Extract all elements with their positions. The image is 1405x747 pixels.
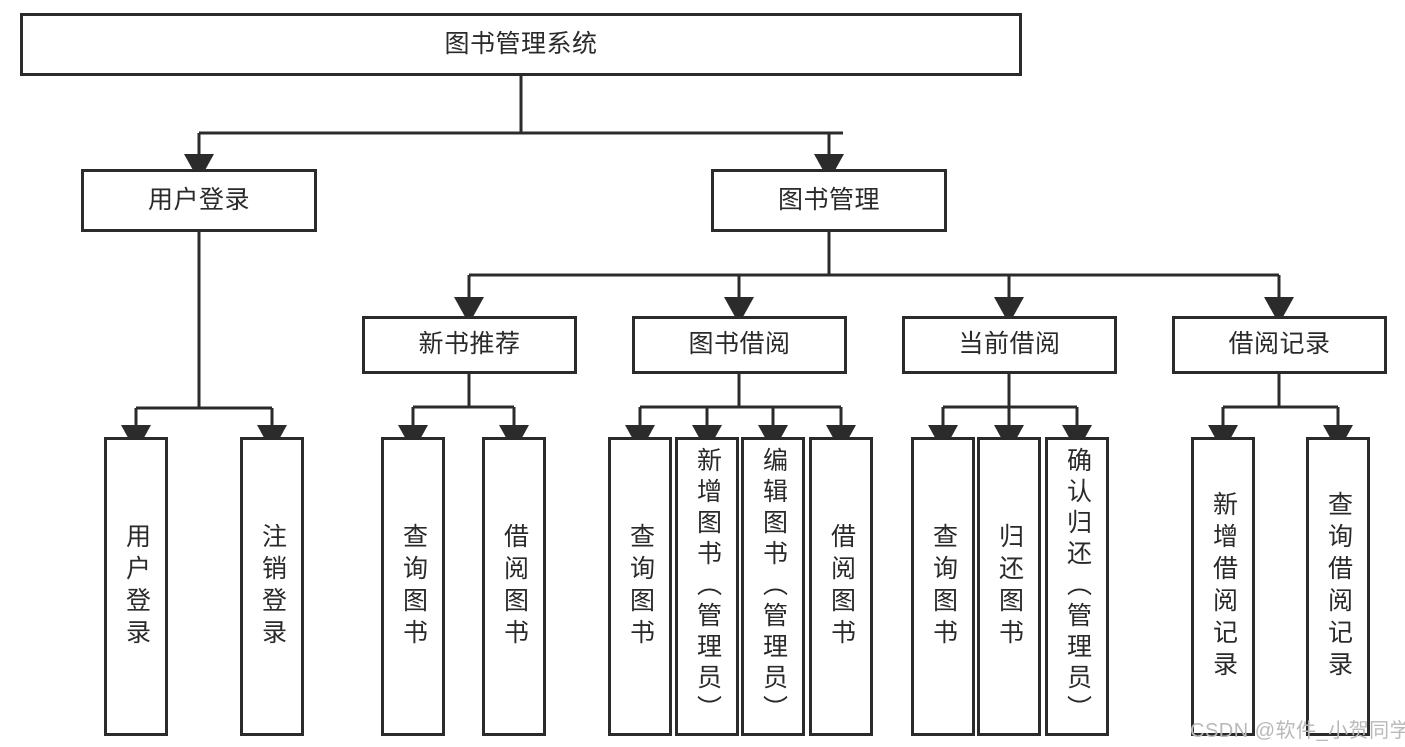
node-label: 查询图书: [929, 522, 958, 651]
leaf-new-book-query-book[interactable]: 查询图书: [381, 437, 445, 736]
leaf-book-borrow-borrow-book[interactable]: 借阅图书: [809, 437, 873, 736]
node-label: 图书管理系统: [444, 29, 598, 58]
csdn-watermark: CSDN @软件_小贺同学: [1190, 720, 1405, 742]
node-book-borrow[interactable]: 图书借阅: [632, 316, 847, 374]
leaf-borrow-record-add-record[interactable]: 新增借阅记录: [1191, 437, 1255, 736]
node-label: 编辑图书（管理员）: [759, 447, 788, 726]
node-root-book-management-system[interactable]: 图书管理系统: [20, 13, 1022, 76]
node-label: 查询图书: [399, 522, 428, 651]
node-label: 借阅图书: [500, 522, 529, 651]
node-label: 用户登录: [147, 185, 250, 214]
node-label: 新书推荐: [418, 330, 521, 359]
leaf-borrow-record-query-record[interactable]: 查询借阅记录: [1306, 437, 1370, 736]
leaf-current-borrow-query-book[interactable]: 查询图书: [911, 437, 975, 736]
leaf-book-borrow-add-book-admin[interactable]: 新增图书（管理员）: [675, 437, 739, 736]
node-label: 归还图书: [995, 522, 1024, 651]
node-label: 用户登录: [122, 522, 151, 651]
leaf-user-login-login[interactable]: 用户登录: [104, 437, 168, 736]
node-label: 确认归还（管理员）: [1063, 447, 1092, 726]
node-label: 借阅记录: [1228, 330, 1331, 359]
node-book-management[interactable]: 图书管理: [711, 169, 947, 232]
node-current-borrow[interactable]: 当前借阅: [902, 316, 1117, 374]
leaf-user-login-logout[interactable]: 注销登录: [240, 437, 304, 736]
leaf-book-borrow-edit-book-admin[interactable]: 编辑图书（管理员）: [741, 437, 805, 736]
node-borrow-record[interactable]: 借阅记录: [1172, 316, 1387, 374]
node-user-login[interactable]: 用户登录: [81, 169, 317, 232]
leaf-current-borrow-return-book[interactable]: 归还图书: [977, 437, 1041, 736]
node-label: 注销登录: [258, 522, 287, 651]
node-label: 图书借阅: [688, 330, 791, 359]
leaf-book-borrow-query-book[interactable]: 查询图书: [608, 437, 672, 736]
node-label: 查询图书: [626, 522, 655, 651]
leaf-current-borrow-confirm-return-admin[interactable]: 确认归还（管理员）: [1045, 437, 1109, 736]
node-label: 当前借阅: [958, 330, 1061, 359]
node-label: 查询借阅记录: [1324, 490, 1353, 683]
leaf-new-book-borrow-book[interactable]: 借阅图书: [482, 437, 546, 736]
node-label: 图书管理: [777, 185, 880, 214]
node-label: 新增借阅记录: [1209, 490, 1238, 683]
node-label: 借阅图书: [827, 522, 856, 651]
node-new-book-recommend[interactable]: 新书推荐: [362, 316, 577, 374]
node-label: 新增图书（管理员）: [693, 447, 722, 726]
